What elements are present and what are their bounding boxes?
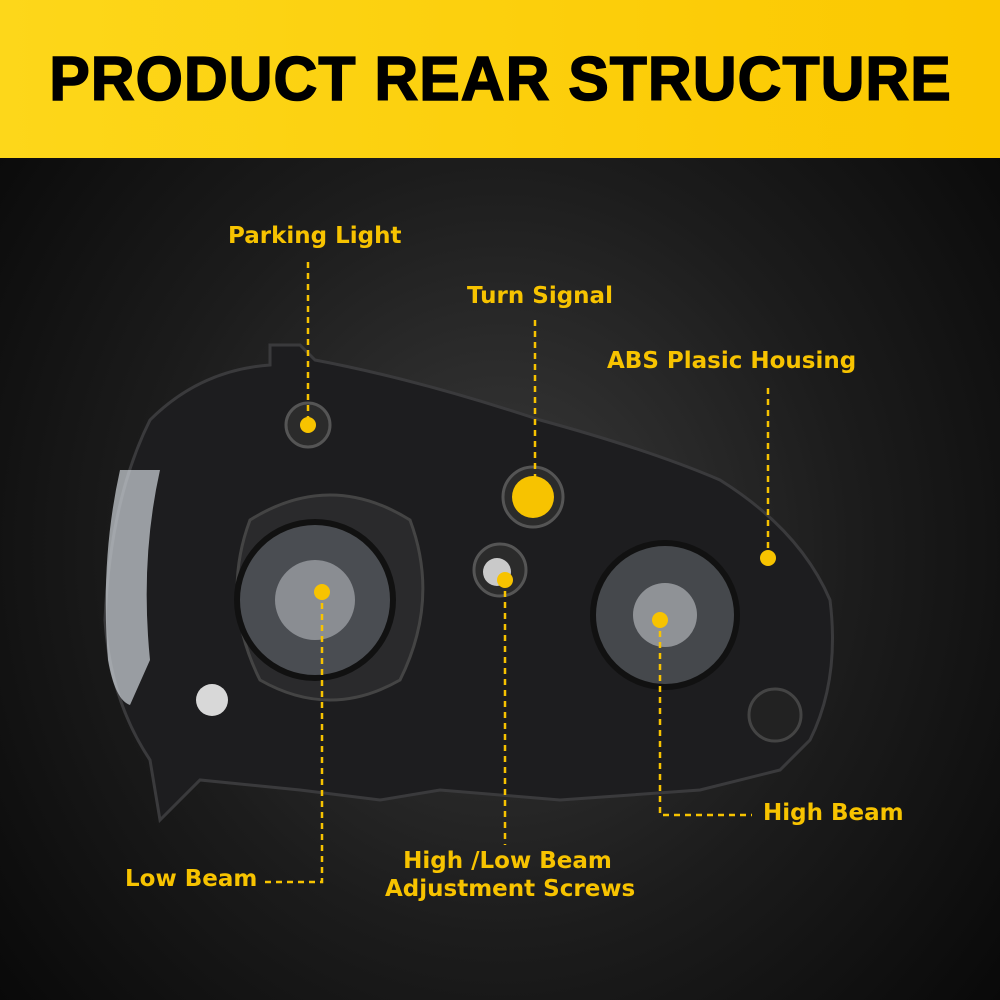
- high-beam-label: High Beam: [763, 800, 904, 826]
- turn-signal-dot: [512, 476, 554, 518]
- adjustment-screws-label: High /Low Beam Adjustment Screws: [385, 848, 636, 903]
- high-beam-dot: [652, 612, 668, 628]
- headlight-body: [103, 343, 834, 824]
- callout-dots: [300, 417, 776, 628]
- turn-signal-label: Turn Signal: [467, 283, 613, 309]
- adjust-dot: [497, 572, 513, 588]
- housing-dot: [760, 550, 776, 566]
- adjust-label-line1: High /Low Beam: [403, 848, 612, 874]
- low-beam-label: Low Beam: [125, 866, 258, 892]
- page-title: PRODUCT REAR STRUCTURE: [48, 44, 952, 115]
- header-banner: PRODUCT REAR STRUCTURE: [0, 0, 1000, 158]
- callout-lines: [264, 262, 770, 884]
- low-beam-dot: [314, 584, 330, 600]
- adjust-label-line2: Adjustment Screws: [385, 875, 636, 902]
- parking-light-label: Parking Light: [228, 223, 402, 249]
- parking-light-dot: [300, 417, 316, 433]
- housing-label: ABS Plasic Housing: [607, 348, 857, 374]
- low-beam-line: [264, 592, 324, 884]
- high-beam-line: [658, 620, 752, 817]
